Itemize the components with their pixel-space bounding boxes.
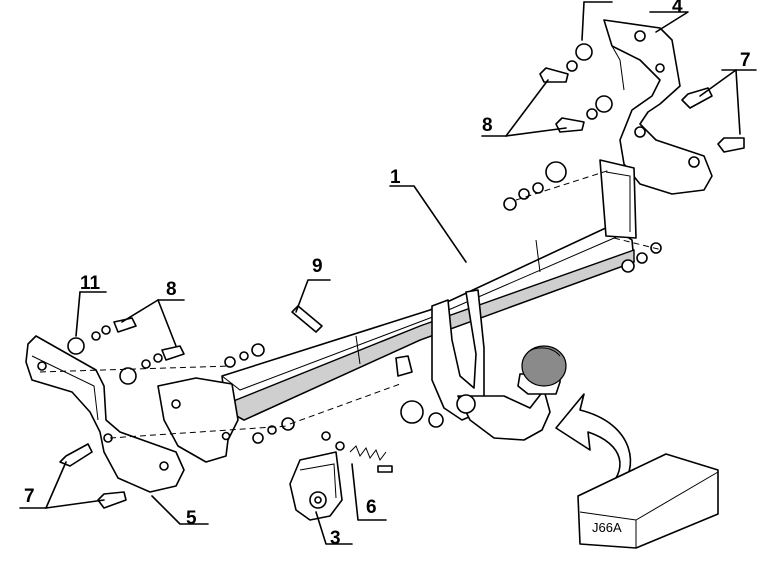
left-fasteners bbox=[39, 317, 401, 509]
bolt-9 bbox=[291, 305, 323, 333]
callout-3: 3 bbox=[330, 528, 341, 549]
right-mounting-bracket bbox=[603, 19, 713, 195]
left-mounting-bracket bbox=[25, 335, 185, 493]
callout-8-left: 8 bbox=[166, 279, 177, 300]
cross-beam bbox=[157, 159, 637, 463]
box-code-label: J66A bbox=[592, 520, 622, 535]
callout-4: 4 bbox=[672, 0, 683, 17]
callout-11: 11 bbox=[80, 273, 101, 294]
callout-7-left: 7 bbox=[24, 486, 35, 507]
callout-7-right: 7 bbox=[740, 50, 751, 71]
callout-6: 6 bbox=[366, 497, 377, 518]
callout-5: 5 bbox=[186, 508, 197, 529]
spring-kit bbox=[321, 431, 393, 473]
socket-plate bbox=[289, 451, 343, 521]
orientation-arrow bbox=[555, 393, 632, 493]
kit-box bbox=[577, 453, 719, 549]
right-fasteners bbox=[503, 43, 745, 273]
callout-8-right: 8 bbox=[482, 115, 493, 136]
tow-ball-assembly bbox=[395, 289, 567, 441]
callout-1: 1 bbox=[390, 167, 401, 188]
callout-9: 9 bbox=[312, 256, 323, 277]
leader-lines bbox=[19, 1, 757, 545]
